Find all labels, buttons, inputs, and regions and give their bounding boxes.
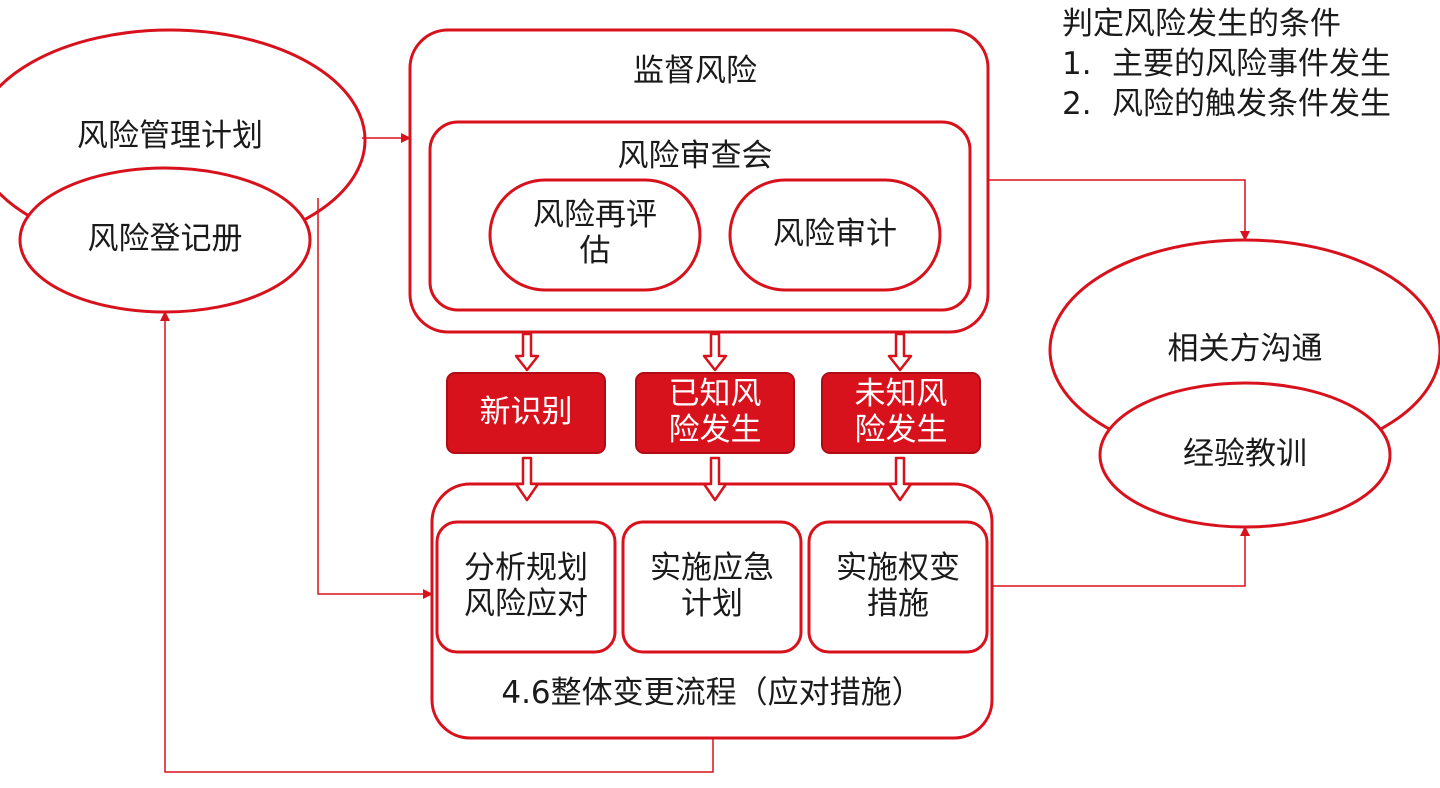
risk-reassessment-box [488,178,702,292]
stakeholder-comm-label: 相关方沟通 [1167,331,1323,368]
note-item-number: 2. [1062,86,1092,122]
note-list: 1. 主要的风险事件发生 2. 风险的触发条件发生 [1062,44,1391,124]
change-process-label: 4.6整体变更流程（应对措施） [501,675,923,712]
note-item: 2. 风险的触发条件发生 [1062,84,1391,124]
workaround-box [807,520,989,654]
new-identified-box [446,372,606,454]
lessons-learned-label: 经验教训 [1183,436,1307,473]
contingency-label: 实施应急计划 [650,550,774,622]
note-item-text: 主要的风险事件发生 [1112,46,1391,82]
contingency-box [621,520,803,654]
block-arrow-6 [887,456,913,502]
analyze-plan-label: 分析规划风险应对 [464,550,588,622]
block-arrow-2 [702,332,728,372]
note-item-number: 1. [1062,46,1092,82]
block-arrow-5 [702,456,728,502]
connector-response-to-lessons [992,526,1250,587]
risk-audit-label: 风险审计 [773,216,897,253]
workaround-label: 实施权变措施 [836,550,960,622]
note-title: 判定风险发生的条件 [1062,6,1341,42]
block-arrow-3 [887,332,913,372]
new-identified-label: 新识别 [479,394,573,431]
unknown-risk-box [821,372,981,454]
note-item: 1. 主要的风险事件发生 [1062,44,1391,84]
known-risk-label: 已知风险发生 [668,376,762,448]
connector-response-to-register [160,311,714,773]
connector-plan-to-response [317,198,433,599]
connector-monitor-to-stakeholder [988,179,1250,241]
block-arrow-1 [514,332,540,372]
risk-mgmt-plan-label: 风险管理计划 [77,118,263,155]
risk-audit-box [728,178,942,292]
monitor-risks-label: 监督风险 [633,53,757,90]
risk-register-label: 风险登记册 [87,221,243,258]
known-risk-box [635,372,795,454]
unknown-risk-label: 未知风险发生 [854,376,948,448]
analyze-plan-box [435,520,617,654]
risk-review-meeting-label: 风险审查会 [617,138,773,175]
risk-conditions-note: 判定风险发生的条件 1. 主要的风险事件发生 2. 风险的触发条件发生 [1062,4,1391,124]
risk-reassessment-label: 风险再评估 [533,197,657,269]
block-arrow-4 [514,456,540,502]
note-item-text: 风险的触发条件发生 [1112,86,1391,122]
